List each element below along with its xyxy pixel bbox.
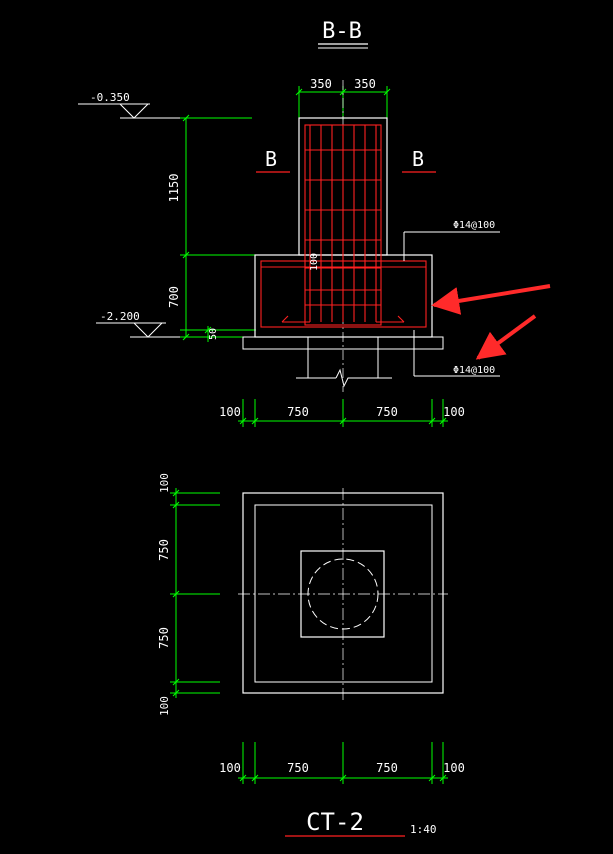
- plan-scale: 1:40: [410, 823, 437, 836]
- plan-dim-left-0: 100: [158, 473, 171, 493]
- dim-vertical: [180, 114, 256, 342]
- rebar-callout-1-leader: [403, 231, 500, 261]
- plan-dim-left: [170, 488, 220, 698]
- plan-dim-bottom: [238, 742, 448, 784]
- elevation-marker-top: [78, 103, 250, 119]
- footing-rebar: [260, 260, 427, 328]
- section-title: B-B: [322, 19, 362, 44]
- plan-dim-bottom-2: 750: [376, 761, 398, 775]
- cut-label-left: B: [265, 147, 277, 171]
- plan-dim-left-2: 750: [157, 627, 171, 649]
- rebar-callout-1: Φ14@100: [453, 220, 495, 231]
- annotation-arrow-1: [431, 284, 551, 315]
- section-dim-bottom-0: 100: [219, 405, 241, 419]
- elevation-bottom-label: -2.200: [100, 310, 140, 323]
- dim-vert-cover: 50: [208, 328, 219, 340]
- pile: [296, 337, 392, 388]
- dim-inner-100: 100: [309, 253, 320, 271]
- section-dim-bottom-2: 750: [376, 405, 398, 419]
- dim-top-right: 350: [354, 77, 376, 91]
- section-view: B-B 350 350 -0.350 -2.200: [78, 19, 551, 427]
- dim-top-left: 350: [310, 77, 332, 91]
- section-dim-bottom-1: 750: [287, 405, 309, 419]
- rebar-callout-2-leader: [413, 330, 500, 377]
- plan-dim-bottom-1: 750: [287, 761, 309, 775]
- section-dim-bottom-3: 100: [443, 405, 465, 419]
- cut-label-right: B: [412, 147, 424, 171]
- dim-vert-lower: 700: [167, 286, 181, 308]
- plan-inner-outline: [254, 504, 433, 683]
- column-rebar: [281, 124, 405, 326]
- plan-dim-left-3: 100: [158, 696, 171, 716]
- elevation-top-label: -0.350: [90, 91, 130, 104]
- dim-vert-upper: 1150: [167, 174, 181, 203]
- rebar-callout-2: Φ14@100: [453, 365, 495, 376]
- plan-dim-left-1: 750: [157, 539, 171, 561]
- plan-view: 100 750 750 100 100 750 750 100 CT-2 1:4…: [157, 473, 465, 837]
- plan-title: CT-2: [306, 808, 364, 836]
- plan-dim-bottom-0: 100: [219, 761, 241, 775]
- plan-dim-bottom-3: 100: [443, 761, 465, 775]
- annotation-arrow-2: [475, 314, 537, 360]
- dim-bottom: [238, 399, 448, 427]
